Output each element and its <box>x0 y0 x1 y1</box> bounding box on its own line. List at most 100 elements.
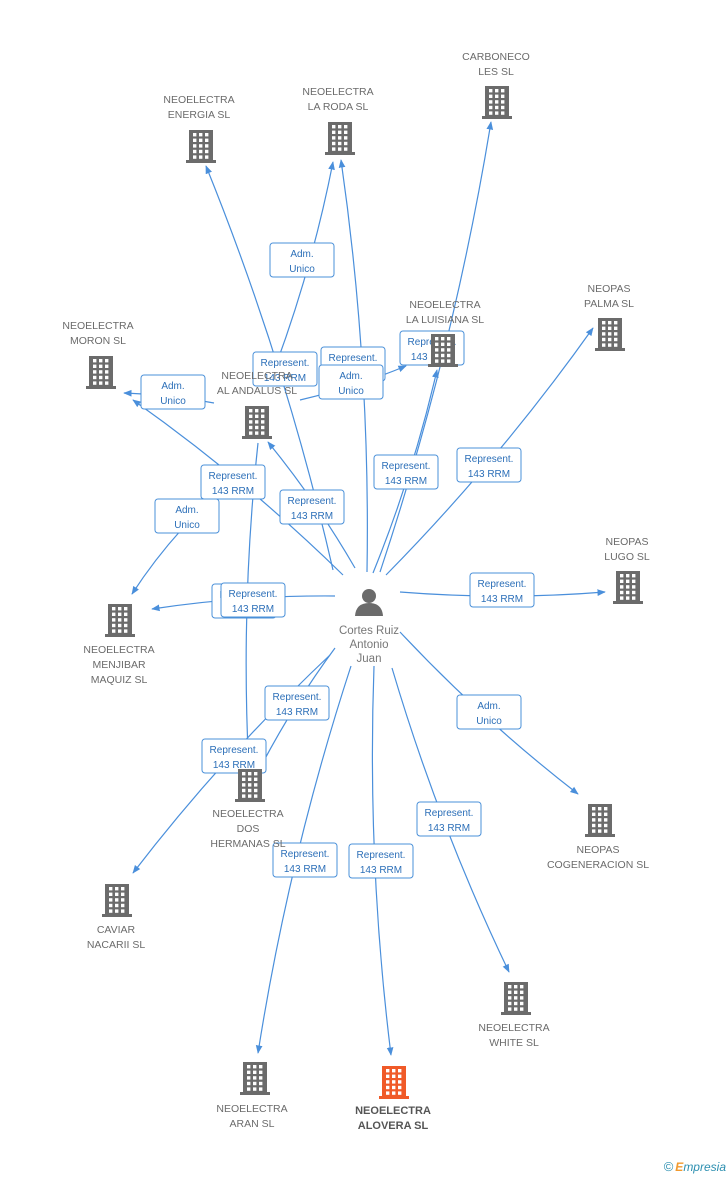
company-name-line: NACARII SL <box>87 939 146 951</box>
edge-label-palma[interactable]: Represent.143 RRM <box>456 447 522 483</box>
edge-label-box <box>200 464 266 500</box>
company-name-line: DOS <box>237 823 260 835</box>
edge-label-menjibar[interactable]: Adm.Unico <box>154 498 220 534</box>
edge-label-text: Represent. <box>357 850 406 861</box>
edge-label-box <box>279 489 345 525</box>
company-node-moron[interactable]: NEOELECTRA MORON SL <box>62 320 134 389</box>
company-node-alovera[interactable]: NEOELECTRA ALOVERA SL <box>355 1066 431 1132</box>
company-name-line: NEOELECTRA <box>216 1103 287 1115</box>
brand-logo-initial: E <box>675 1160 684 1174</box>
company-name-line: WHITE SL <box>489 1037 539 1049</box>
edge-labels-layer: Represent.143 RRMAdm.UnicoRepresent.143 … <box>140 242 535 879</box>
edge-label-text: 143 RRM <box>481 594 523 605</box>
building-icon <box>595 318 625 351</box>
edge-label-box <box>272 842 338 878</box>
edge-label-moron[interactable]: Adm. Unico <box>140 374 206 410</box>
company-name-line: ALOVERA SL <box>358 1120 429 1132</box>
building-icon <box>428 334 458 367</box>
edge-label-alovera[interactable]: Represent. 143 RRM <box>348 843 414 879</box>
company-name-line: HERMANAS SL <box>210 838 285 850</box>
edge-label-cogeneracion[interactable]: Adm.Unico <box>456 694 522 730</box>
edge-label-text: Represent. <box>273 692 322 703</box>
edge-label-text: Represent. <box>281 849 330 860</box>
company-name-line: NEOELECTRA <box>221 370 292 382</box>
edge-label-doshermanas[interactable]: Represent. 143 RRM <box>264 685 330 721</box>
company-name-line: MORON SL <box>70 335 126 347</box>
company-name-line: NEOELECTRA <box>83 644 154 656</box>
building-icon <box>379 1066 409 1099</box>
edge-label-text: Adm. <box>290 249 313 260</box>
company-name-line: AL ANDALUS SL <box>217 385 297 397</box>
edge-label-doshermanas[interactable]: Represent.143 RRM <box>220 582 286 618</box>
company-name-line: NEOELECTRA <box>62 320 133 332</box>
edge-label-text: Unico <box>289 264 315 275</box>
footer-brand[interactable]: ©Empresia <box>664 1159 726 1174</box>
edge-label-laroda[interactable]: Adm. Unico <box>269 242 335 278</box>
edge-label-text: Adm. <box>161 381 184 392</box>
company-node-andalus[interactable]: NEOELECTRA AL ANDALUS SL <box>217 370 297 439</box>
edge-label-box <box>348 843 414 879</box>
edge-label-text: 143 RRM <box>276 707 318 718</box>
company-name-line: LES SL <box>478 66 514 78</box>
edge-label-box <box>264 685 330 721</box>
edge-label-text: 143 RRM <box>468 469 510 480</box>
building-icon <box>186 130 216 163</box>
edge-label-box <box>456 694 522 730</box>
building-icon <box>105 604 135 637</box>
edge-label-moron[interactable]: Represent.143 RRM <box>200 464 266 500</box>
company-node-energia[interactable]: NEOELECTRA ENERGIA SL <box>163 94 235 163</box>
edge-label-text: 143 RRM <box>291 511 333 522</box>
edge-label-text: 143 RRM <box>232 604 274 615</box>
company-name-line: LUGO SL <box>604 551 650 563</box>
company-name-line: COGENERACION SL <box>547 859 649 871</box>
edge-label-text: Represent. <box>329 353 378 364</box>
company-name-line: NEOELECTRA <box>163 94 234 106</box>
edge-label-aran[interactable]: Represent. 143 RRM <box>272 842 338 878</box>
edge-label-luisiana[interactable]: Represent.143 RRM <box>373 454 439 490</box>
edge-label-andalus[interactable]: Represent.143 RRM <box>279 489 345 525</box>
brand-logo-text: mpresia <box>683 1160 726 1174</box>
edge-label-text: 143 RRM <box>284 864 326 875</box>
edge-label-text: Represent. <box>382 461 431 472</box>
edge-label-text: Unico <box>160 396 186 407</box>
building-icon <box>102 884 132 917</box>
company-name-line: NEOELECTRA <box>355 1105 431 1117</box>
building-icon <box>325 122 355 155</box>
edge-label-text: Adm. <box>339 371 362 382</box>
person-icon <box>355 589 383 616</box>
building-icon <box>86 356 116 389</box>
edge-label-white[interactable]: Represent.143 RRM <box>416 801 482 837</box>
edge-label-text: 143 RRM <box>264 373 306 384</box>
edge-label-text: Unico <box>476 716 502 727</box>
edge-label-energia[interactable]: Represent. 143 RRM <box>252 351 318 387</box>
edge-label-text: 143 RRM <box>428 823 470 834</box>
edge-label-box <box>318 364 384 400</box>
company-name-line: MAQUIZ SL <box>91 674 148 686</box>
building-icon <box>501 982 531 1015</box>
edge-label-caviar[interactable]: Represent. 143 RRM <box>201 738 267 774</box>
building-icon <box>585 804 615 837</box>
relation-edge-menjibar <box>131 528 183 595</box>
company-name-line: ENERGIA SL <box>168 109 231 121</box>
edge-label-luisiana[interactable]: Adm.Unico <box>318 364 384 400</box>
edge-label-text: Represent. <box>261 358 310 369</box>
edge-label-box <box>252 351 318 387</box>
edge-label-text: 143 RRM <box>212 486 254 497</box>
edge-label-text: 143 RRM <box>360 865 402 876</box>
edge-label-lugo[interactable]: Represent.143 RRM <box>469 572 535 608</box>
person-name-line: Juan <box>357 653 382 665</box>
edge-label-text: Represent. <box>210 745 259 756</box>
edge-label-text: 143 RRM <box>213 760 255 771</box>
